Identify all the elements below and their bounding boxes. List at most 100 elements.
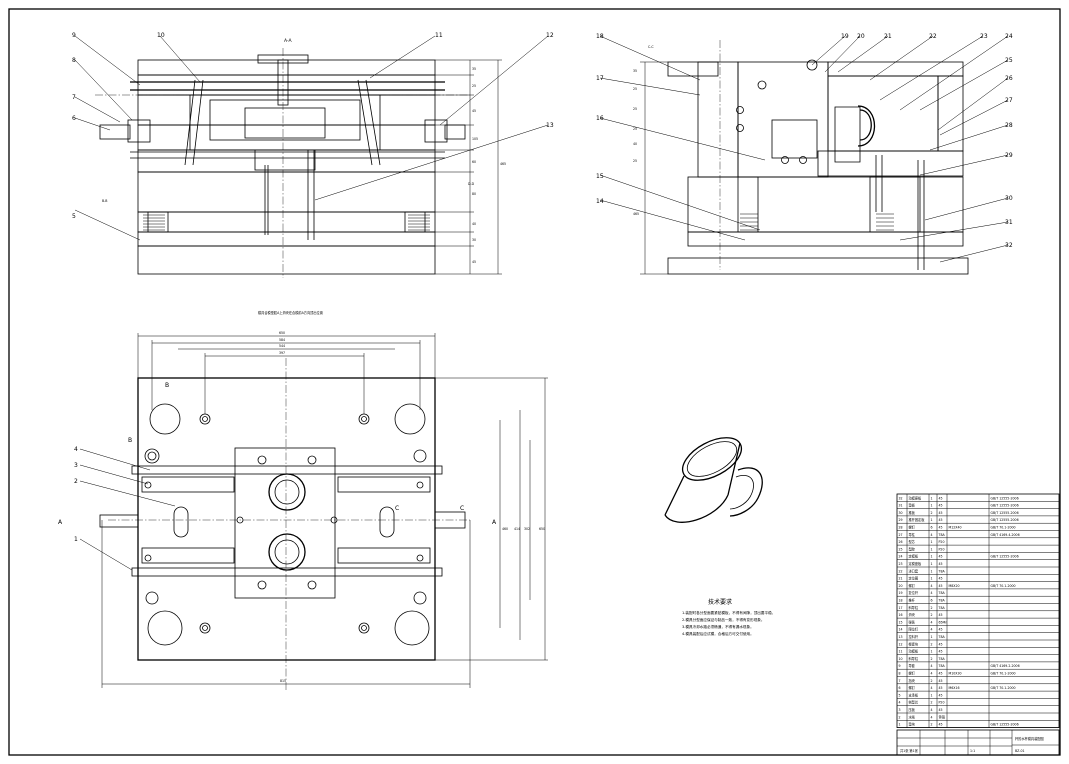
bom-cell: 2 (899, 715, 901, 719)
section-c-marker: C-C (648, 45, 654, 49)
section1-balloons: 5 6 7 8 9 10 11 12 13 (72, 32, 554, 220)
section2-balloons: 14 15 16 17 18 19 20 21 22 23 24 25 26 2… (596, 33, 1013, 249)
bom-cell: 21 (899, 577, 903, 581)
bom-cell: 45 (939, 679, 943, 683)
bom-cell: 8 (899, 672, 901, 676)
bom-cell: 压板 (909, 707, 916, 712)
section-d-marker: D-D (468, 182, 475, 186)
bom-cell: 3 (899, 708, 901, 712)
bom-cell: GB/T 70.1-2000 (991, 686, 1016, 690)
title-scale: 1:1 (970, 749, 975, 753)
bom-cell: 6 (899, 686, 901, 690)
bom-cell: 13 (899, 635, 903, 639)
bom-cell: 25 (899, 547, 903, 551)
balloon-10: 10 (157, 32, 165, 39)
balloon-12: 12 (546, 32, 554, 39)
balloon-32: 32 (1005, 242, 1013, 249)
bom-cell: 4 (931, 686, 933, 690)
bom-cell: 1 (931, 547, 933, 551)
bom-cell: 拉料杆 (909, 634, 919, 639)
bom-cell: 19 (899, 591, 903, 595)
balloon-13: 13 (546, 122, 554, 129)
balloon-14: 14 (596, 198, 604, 205)
balloon-29: 29 (1005, 152, 1013, 159)
bom-cell: 45 (939, 723, 943, 727)
balloon-11: 11 (435, 32, 443, 39)
bom-cell: 导套 (909, 663, 916, 668)
svg-text:40: 40 (633, 142, 637, 146)
bom-cell: 30 (899, 511, 903, 515)
view-a-left: A (58, 519, 63, 526)
balloon-8: 8 (72, 57, 76, 64)
balloon-22: 22 (929, 33, 937, 40)
bom-cell: 45 (939, 642, 943, 646)
tech-note-2: 2.模具分型面应保证与制品一致，不得有变形现象。 (682, 617, 765, 622)
dim-45b: 45 (472, 260, 476, 264)
bom-cell: 滑块 (909, 612, 916, 617)
bom-cell: 1 (931, 635, 933, 639)
dim-460: 460 (502, 527, 508, 531)
bom-cell: 挡块 (909, 678, 916, 683)
bom-cell: 45 (939, 511, 943, 515)
view-c-right: C (460, 505, 464, 512)
balloon-23: 23 (980, 33, 988, 40)
dim-584: 584 (279, 338, 285, 342)
cavity-plate (137, 94, 436, 126)
bom-cell: 1 (931, 577, 933, 581)
bom-cell: P20 (939, 540, 945, 544)
bom-cell: 4 (931, 628, 933, 632)
balloon-27: 27 (1005, 97, 1013, 104)
bom-cell: GB/T 12555-2006 (991, 723, 1019, 727)
spacer-block (137, 171, 436, 213)
bom-cell: 水嘴 (909, 714, 916, 719)
svg-text:465: 465 (633, 212, 639, 216)
view-b-top: B (165, 382, 169, 389)
dim-30: 30 (472, 238, 476, 242)
bom-cell: P20 (939, 547, 945, 551)
dim-544: 544 (279, 344, 285, 348)
bom-cell: 45 (939, 555, 943, 559)
bom-cell: 4 (931, 672, 933, 676)
bom-cell: 1 (931, 650, 933, 654)
support-plate (137, 149, 436, 173)
bom-cell: 22 (899, 569, 903, 573)
bom-cell: 29 (899, 518, 903, 522)
bom-cell: 10 (899, 657, 903, 661)
balloon-25: 25 (1005, 57, 1013, 64)
bom-cell: 支承板 (909, 692, 919, 697)
bom-cell: 1 (931, 504, 933, 508)
bom-cell: 4 (931, 664, 933, 668)
bom-cell: 斜导柱 (909, 656, 919, 661)
bom-cell: 2 (931, 723, 933, 727)
bom-cell: 2 (931, 701, 933, 705)
title-block: 杯的水杯模具装配图 BZ-01 1:1 共1张 第1张 (896, 729, 1060, 756)
bom-cell: 6 (931, 526, 933, 530)
dim-60: 60 (472, 160, 476, 164)
dim-80: 80 (472, 192, 476, 196)
balloon-30: 30 (1005, 195, 1013, 202)
bom-cell: 黄铜 (939, 714, 945, 719)
dim-650-right: 650 (539, 527, 545, 531)
bom-cell: P20 (939, 701, 945, 705)
bom-cell: GB/T 12555-2006 (991, 511, 1019, 515)
stripper-plate (137, 74, 436, 96)
balloon-19: 19 (841, 33, 849, 40)
view-b-left: B (128, 437, 132, 444)
bom-cell: 4 (931, 584, 933, 588)
bom-cell: 65Mn (939, 620, 948, 624)
bom-cell: 45 (939, 526, 943, 530)
dim-35: 35 (472, 67, 476, 71)
bom-cell: 推杆 (909, 598, 916, 603)
bom-cell: 45 (939, 496, 943, 500)
bom-cell: 侧型芯 (909, 700, 919, 705)
bom-cell: 2 (931, 679, 933, 683)
bom-cell: 定模座板 (909, 561, 923, 566)
bom-cell: T8A (938, 635, 946, 639)
bom-cell: M12X40 (949, 526, 962, 530)
bom-cell: GB/T 70.1-2000 (991, 672, 1016, 676)
bom-cell: 23 (899, 562, 903, 566)
dim-397: 397 (279, 351, 285, 355)
bom-cell: 45 (939, 577, 943, 581)
bom-cell: 2 (931, 511, 933, 515)
bom-cell: 1 (931, 562, 933, 566)
